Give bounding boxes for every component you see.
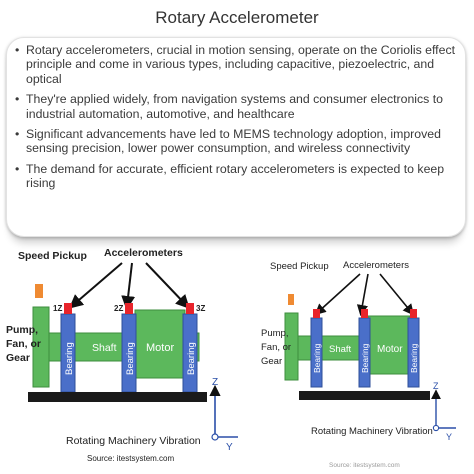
diagram-left: Speed Pickup Accelerometers Pump, Fan, o…	[6, 247, 238, 463]
accelerometer-sensor-2	[125, 303, 133, 314]
x-axis-origin-icon	[432, 424, 440, 432]
speed-pickup-label: Speed Pickup	[270, 261, 329, 272]
pump-label-line-3: Gear	[6, 352, 30, 364]
bullet-item: The demand for accurate, efficient rotar…	[14, 162, 460, 191]
y-axis-label: Y	[226, 442, 233, 453]
accelerometer-sensor-1	[64, 303, 72, 314]
x-axis-origin-icon	[211, 433, 219, 441]
pump-label-line-2: Fan, or	[6, 338, 41, 350]
bullet-item: Significant advancements have led to MEM…	[14, 127, 460, 156]
diagram-right: Speed Pickup Accelerometers Pump, Fan, o…	[261, 260, 456, 469]
motor	[367, 315, 411, 375]
speed-pickup-sensor	[288, 294, 294, 305]
y-axis-label: Y	[446, 432, 452, 442]
page-title: Rotary Accelerometer	[155, 8, 319, 27]
bullet-list: Rotary accelerometers, crucial in motion…	[14, 43, 460, 197]
diagram-caption: Rotating Machinery Vibration	[66, 435, 201, 447]
bullet-item: Rotary accelerometers, crucial in motion…	[14, 43, 460, 86]
machine-base	[28, 392, 207, 402]
arrow-to-sensor-2	[121, 262, 136, 310]
arrow-to-sensor-3	[145, 262, 190, 309]
motor-label: Motor	[146, 342, 174, 354]
sensor-2-tag: 2Z	[114, 304, 123, 313]
bearing-1-label: Bearing	[312, 343, 322, 373]
arrow-to-sensor-1	[314, 273, 361, 316]
shaft-label: Shaft	[92, 342, 117, 354]
bearing-1-label: Bearing	[64, 342, 75, 375]
sensor-1-tag: 1Z	[53, 304, 62, 313]
pump-label-line-3: Gear	[261, 356, 282, 367]
speed-pickup-label: Speed Pickup	[18, 250, 87, 262]
diagram-source: Source: itestsystem.com	[329, 462, 400, 469]
arrow-to-sensor-3	[379, 273, 415, 316]
z-axis-label: Z	[433, 381, 439, 391]
speed-pickup-sensor	[35, 284, 43, 298]
shaft-label: Shaft	[329, 344, 352, 355]
diagram-source: Source: itestsystem.com	[87, 454, 174, 463]
z-axis-label: Z	[212, 377, 218, 388]
sensor-3-tag: 3Z	[196, 304, 205, 313]
bearing-2-label: Bearing	[125, 342, 136, 375]
pump-label-line-1: Pump,	[261, 328, 288, 339]
motor-label: Motor	[377, 344, 403, 355]
diagram-caption: Rotating Machinery Vibration	[311, 426, 433, 437]
bearing-3-label: Bearing	[186, 342, 197, 375]
bullet-item: They're applied widely, from navigation …	[14, 92, 460, 121]
accelerometer-sensor-3	[410, 309, 417, 318]
accelerometer-sensor-1	[313, 309, 320, 318]
bearing-2-label: Bearing	[360, 343, 370, 373]
pump-label-line-1: Pump,	[6, 324, 38, 336]
accelerometers-label: Accelerometers	[104, 247, 183, 259]
bearing-3-label: Bearing	[409, 343, 419, 373]
motor	[134, 309, 186, 379]
arrow-to-sensor-2	[356, 273, 369, 317]
machine-base	[299, 391, 430, 400]
accelerometer-sensor-3	[186, 303, 194, 314]
accelerometer-sensor-2	[361, 309, 368, 318]
pump-label-line-2: Fan, or	[261, 342, 291, 353]
accelerometers-label: Accelerometers	[343, 260, 409, 271]
arrow-to-sensor-1	[68, 262, 123, 309]
